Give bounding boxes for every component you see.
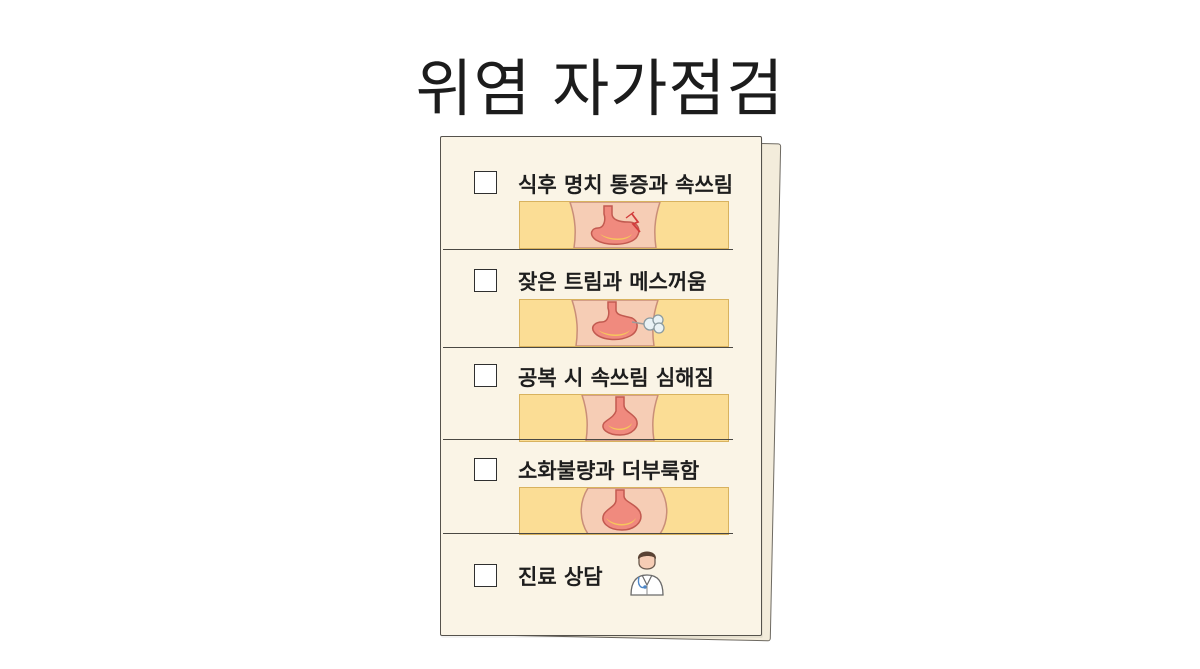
- checkbox[interactable]: [474, 564, 497, 587]
- divider: [443, 347, 733, 348]
- divider: [443, 439, 733, 440]
- page-title: 위염 자가점검: [415, 52, 785, 125]
- checklist-paper: 식후 명치 통증과 속쓰림 잦은 트림과 메스꺼움: [440, 136, 762, 636]
- checkbox[interactable]: [474, 364, 497, 387]
- stomach-bloating-icon: [519, 487, 729, 535]
- divider: [443, 533, 733, 534]
- checklist-item-label: 소화불량과 더부룩함: [518, 459, 700, 483]
- checklist-item-label: 진료 상담: [518, 565, 603, 589]
- checklist-item-label: 식후 명치 통증과 속쓰림: [518, 173, 734, 197]
- stomach-pain-icon: [519, 201, 729, 249]
- divider: [443, 249, 733, 250]
- checkbox[interactable]: [474, 458, 497, 481]
- stomach-empty-icon: [519, 394, 729, 442]
- checkbox[interactable]: [474, 171, 497, 194]
- checklist-item-label: 잦은 트림과 메스꺼움: [518, 270, 707, 294]
- checkbox[interactable]: [474, 269, 497, 292]
- checklist-item-label: 공복 시 속쓰림 심해짐: [518, 366, 714, 390]
- doctor-icon: [625, 545, 669, 601]
- stomach-burp-icon: [519, 299, 729, 347]
